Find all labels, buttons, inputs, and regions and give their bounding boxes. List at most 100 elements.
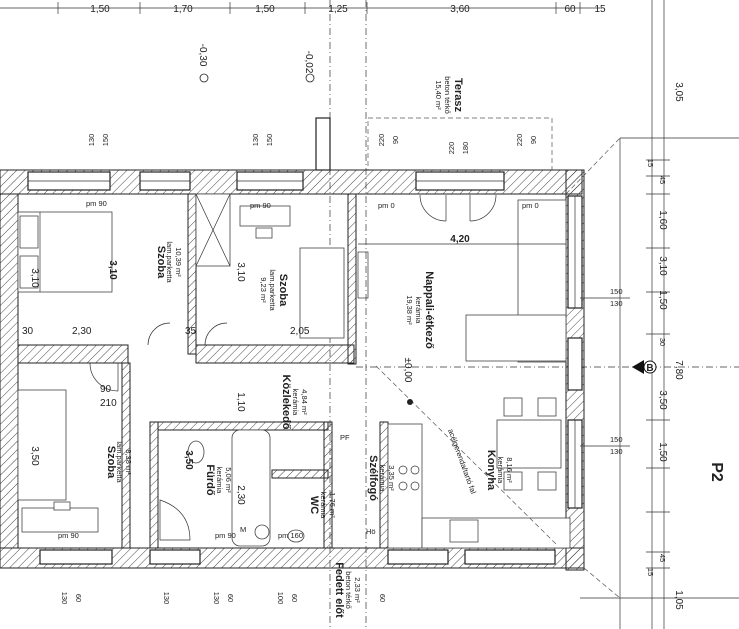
room-label-fedett: Fedett előt beton térkő 2,33 m² <box>333 562 362 618</box>
room-label-nappali: Nappali-étkező kerámia 19,38 m² <box>405 271 435 349</box>
desk-room-2 <box>239 205 291 227</box>
dim-310-room1-left: 3,10 <box>29 268 40 288</box>
axis-b-arrow-icon <box>632 360 644 374</box>
annotation-beam: acélgerenda/tartó fal <box>446 428 478 496</box>
svg-text:Nappali-étkező: Nappali-étkező <box>423 271 435 349</box>
top-dim-4: 1,25 <box>328 4 348 15</box>
dim-30-left: 30 <box>22 326 34 337</box>
level-marker-2 <box>305 73 315 83</box>
desk-room-3 <box>21 507 99 533</box>
svg-text:4,84 m²: 4,84 m² <box>300 389 309 415</box>
dim-210-door: 210 <box>100 398 117 409</box>
svg-text:3,10: 3,10 <box>107 260 118 280</box>
dim-110: 1,10 <box>235 392 246 412</box>
svg-text:3,50: 3,50 <box>183 450 194 470</box>
svg-text:kerámia: kerámia <box>378 465 387 493</box>
room-label-wc: WC kerámia 1,76 m² <box>308 492 337 520</box>
svg-text:3,35 m²: 3,35 m² <box>387 465 396 491</box>
right-dim-10: 1,50 <box>657 442 668 462</box>
svg-text:Terasz: Terasz <box>452 78 464 113</box>
svg-text:130: 130 <box>251 134 260 147</box>
tv-stand <box>357 251 369 299</box>
svg-text:Szoba: Szoba <box>105 446 117 479</box>
right-dim-5: 3,10 <box>657 256 668 276</box>
right-window-dim-130b: 130 <box>610 447 623 456</box>
sofa-bottom <box>465 314 567 362</box>
svg-text:Fürdő: Fürdő <box>204 464 216 495</box>
right-dim-7: 30 <box>658 338 667 346</box>
svg-text:beton térkő: beton térkő <box>443 76 452 114</box>
svg-text:3,10: 3,10 <box>29 268 40 288</box>
room-label-szelfogo: Szélfogó kerámia 3,35 m² <box>367 455 396 501</box>
svg-text:±0,00: ±0,00 <box>402 358 413 383</box>
dim-350-bath: 3,50 <box>183 450 194 470</box>
terrace-label: Terasz beton térkő 15,40 m² <box>434 76 464 114</box>
boiler-label: Hö <box>366 527 376 536</box>
svg-text:90: 90 <box>529 136 538 144</box>
svg-text:lam.parketta: lam.parketta <box>268 269 277 311</box>
svg-text:130: 130 <box>162 592 171 605</box>
window-height-dims: 130 150 130 150 220 90 220 180 220 90 <box>87 134 538 155</box>
right-dimension-chain: 3,05 15 45 1,60 3,10 1,50 30 7,80 3,50 1… <box>646 0 684 629</box>
svg-text:150: 150 <box>101 134 110 147</box>
right-dim-13: 1,05 <box>673 590 684 610</box>
svg-text:kerámia: kerámia <box>319 492 328 520</box>
bottom-dimension-labels: 130 60 130 130 60 100 60 60 <box>60 592 387 605</box>
svg-text:-0,30: -0,30 <box>197 44 208 67</box>
svg-text:60: 60 <box>74 594 83 602</box>
svg-text:-0,02: -0,02 <box>303 51 314 74</box>
right-window-dim-130a: 130 <box>610 299 623 308</box>
room-label-szoba-2: Szoba lam.parketta 9,23 m² <box>259 269 289 311</box>
right-window-dim-150a: 150 <box>610 287 623 296</box>
dim-310-room2: 3,10 <box>235 262 246 282</box>
washbasin <box>187 440 205 464</box>
svg-text:90: 90 <box>391 136 400 144</box>
top-dim-1: 1,50 <box>90 4 110 15</box>
svg-text:3,10: 3,10 <box>235 262 246 282</box>
top-dim-5: 3,60 <box>450 4 470 15</box>
svg-text:1,76 m²: 1,76 m² <box>328 492 337 518</box>
top-dim-2: 1,70 <box>173 4 193 15</box>
svg-text:Konyha: Konyha <box>485 450 497 491</box>
right-dim-11: 45 <box>658 554 667 562</box>
pm-label-4: pm 0 <box>522 201 539 210</box>
dim-310-room1: 3,10 <box>107 260 118 280</box>
room-label-kozlekedo: Közlekedő kerámia 4,84 m² <box>280 374 309 429</box>
pm-label-3: pm 0 <box>378 201 395 210</box>
right-dim-9: 3,50 <box>657 390 668 410</box>
level-marker-1 <box>199 73 209 83</box>
svg-text:Fedett előt: Fedett előt <box>333 562 345 618</box>
pm-label-7: pm 160 <box>278 531 303 540</box>
svg-text:220: 220 <box>377 134 386 147</box>
svg-text:130: 130 <box>212 592 221 605</box>
pm-label-5: pm 90 <box>58 531 79 540</box>
svg-text:2,33 m²: 2,33 m² <box>353 577 362 603</box>
svg-text:8,38 m²: 8,38 m² <box>124 449 133 475</box>
svg-text:kerámia: kerámia <box>496 457 505 485</box>
bathtub <box>231 429 271 547</box>
top-dimension-chain: 1,50 1,70 1,50 1,25 3,60 60 15 <box>0 2 606 15</box>
toilet-wc <box>287 529 305 543</box>
svg-text:150: 150 <box>265 134 274 147</box>
kitchen-sink <box>449 519 479 543</box>
svg-text:100: 100 <box>276 592 285 605</box>
svg-text:60: 60 <box>290 594 299 602</box>
right-dim-2: 15 <box>646 159 655 167</box>
room-label-szoba-1: Szoba lam.parketta 10,39 m² <box>155 241 183 283</box>
right-dim-6: 1,50 <box>657 290 668 310</box>
svg-text:3,50: 3,50 <box>29 446 40 466</box>
svg-text:60: 60 <box>226 594 235 602</box>
room-label-konyha: Konyha kerámia 8,16 m² <box>485 450 514 491</box>
top-dim-3: 1,50 <box>255 4 275 15</box>
svg-text:Közlekedő: Közlekedő <box>280 374 292 429</box>
toilet-bath <box>254 524 270 540</box>
bed-room-3 <box>17 389 67 501</box>
svg-text:220: 220 <box>447 142 456 155</box>
svg-text:5,06 m²: 5,06 m² <box>224 467 233 493</box>
svg-text:130: 130 <box>87 134 96 147</box>
svg-text:180: 180 <box>461 142 470 155</box>
svg-text:10,39 m²: 10,39 m² <box>174 247 183 277</box>
axis-b-marker <box>643 360 657 374</box>
dining-table <box>496 419 562 469</box>
